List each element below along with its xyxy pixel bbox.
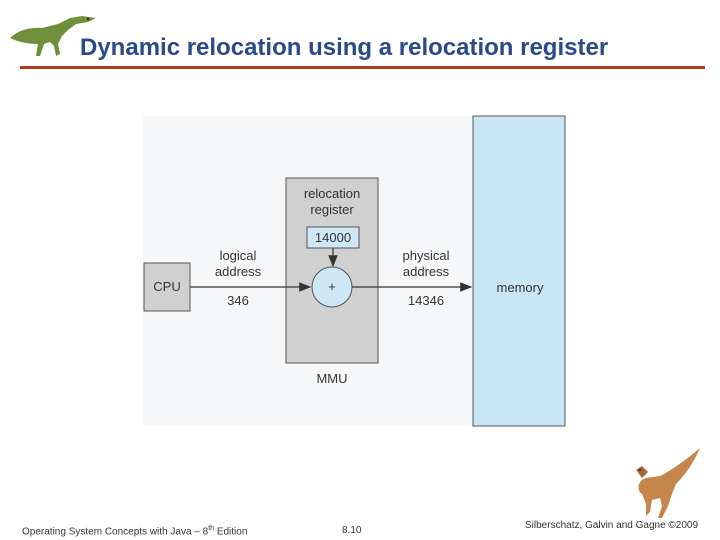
relocation-label-line1: relocation: [304, 186, 360, 201]
slide-title: Dynamic relocation using a relocation re…: [80, 34, 609, 61]
relocation-label-line2: register: [310, 202, 354, 217]
footer-book-superscript: th: [208, 525, 215, 532]
title-underline: [20, 66, 705, 69]
memory-label: memory: [497, 280, 544, 295]
dinosaur-icon: [10, 16, 96, 56]
footer-copyright: Silberschatz, Galvin and Gagne ©2009: [525, 520, 699, 531]
mmu-label: MMU: [316, 371, 347, 386]
physical-label-line1: physical: [403, 248, 450, 263]
relocation-value: 14000: [315, 230, 351, 245]
cpu-box: [143, 262, 191, 312]
adder-symbol: +: [328, 279, 336, 294]
footer-book-text: Operating System Concepts with Java – 8: [22, 526, 209, 538]
physical-label-line2: address: [403, 264, 450, 279]
page-number: 8.10: [342, 525, 362, 536]
footer-book-title: Operating System Concepts with Java – 8t…: [22, 525, 247, 537]
logical-label-line2: address: [215, 264, 262, 279]
dinosaur-icon: [636, 448, 700, 518]
cpu-label: CPU: [153, 279, 180, 294]
memory-block: [472, 115, 566, 427]
footer-book-tail: Edition: [214, 526, 248, 538]
physical-value: 14346: [408, 293, 444, 308]
logical-value: 346: [227, 293, 249, 308]
logical-label-line1: logical: [220, 248, 257, 263]
